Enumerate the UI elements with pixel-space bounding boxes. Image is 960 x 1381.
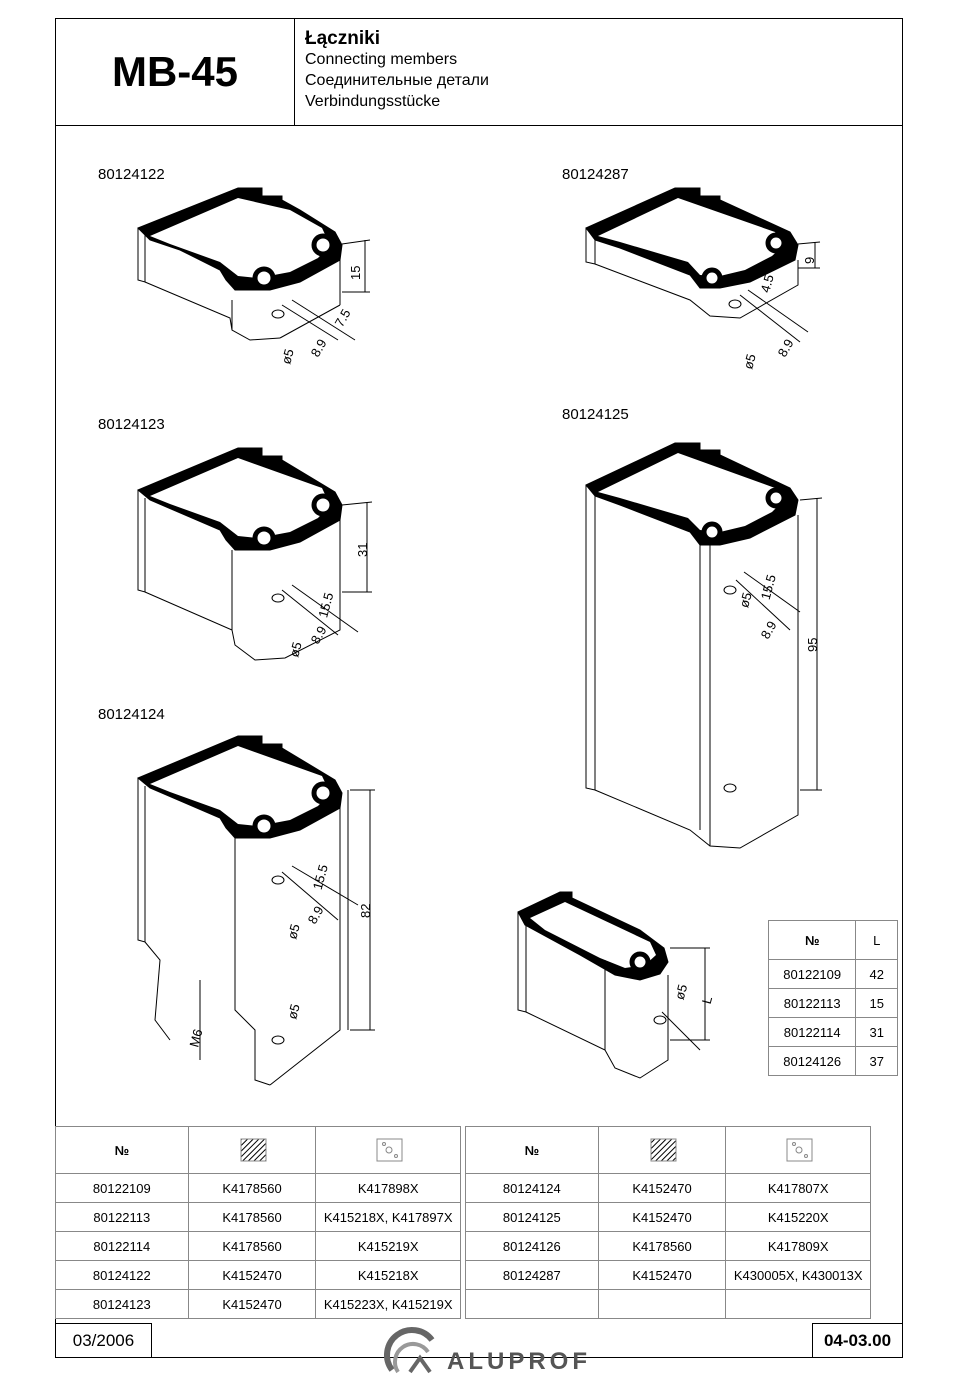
dim-p3-b: 15.5 [315, 591, 336, 619]
length-row-1-no: 80122109 [767, 959, 857, 989]
dim-p5-b: 15.5 [310, 863, 331, 891]
dim-p2-c: 8.9 [775, 336, 797, 359]
tool-left-r2-b: K415218X, K417897X [315, 1202, 461, 1232]
header-series-box: MB-45 [55, 18, 295, 126]
dim-p1-a: 15 [348, 266, 363, 280]
title-block: Łączniki Connecting members Соединительн… [305, 28, 489, 112]
aluprof-logo-icon [384, 1327, 435, 1374]
tool-right-r4-no: 80124287 [465, 1260, 599, 1290]
dim-p2-b: 4.5 [758, 273, 777, 294]
profile-label-3: 80124123 [98, 416, 165, 433]
dim-p5-d: ø5 [284, 922, 302, 941]
tool-right-r3-no: 80124126 [465, 1231, 599, 1261]
length-row-4-l: 37 [855, 1046, 898, 1076]
dim-p1-b: 7.5 [332, 306, 354, 329]
tool-right-r3-b: K417809X [725, 1231, 871, 1261]
profile-label-4: 80124125 [562, 406, 629, 423]
dim-p4-a: 95 [805, 638, 820, 652]
dim-p4-c: 8.9 [758, 618, 780, 641]
tool-left-r4-a: K4152470 [187, 1260, 317, 1290]
header-title-box: Łączniki Connecting members Соединительн… [295, 18, 903, 126]
tool-right-r4-b: K430005X, K430013X [725, 1260, 871, 1290]
length-table: № L 80122109 42 80122113 15 80122114 31 … [767, 920, 898, 1076]
profile-label-2: 80124287 [562, 166, 629, 183]
tool-right-header-hatch [597, 1126, 727, 1174]
footer-brand: ALUPROF [447, 1348, 591, 1375]
tool-left-r2-a: K4178560 [187, 1202, 317, 1232]
tool-right-r5-a [597, 1289, 727, 1319]
dim-p4-d: ø5 [736, 591, 754, 610]
tool-right-r1-a: K4152470 [597, 1173, 727, 1203]
tool-right-r3-a: K4178560 [597, 1231, 727, 1261]
tool-left-r3-no: 80122114 [55, 1231, 189, 1261]
length-table-header-no: № [767, 920, 857, 960]
tool-left-header-no: № [55, 1126, 189, 1174]
dim-p5-e: ø5 [284, 1002, 302, 1021]
drawing-profile-5 [137, 735, 375, 1086]
footer-page-number: 04-03.00 [812, 1323, 903, 1358]
dim-p1-d: ø5 [278, 347, 296, 366]
dim-p1-c: 8.9 [308, 336, 330, 359]
title-ru: Соединительные детали [305, 72, 489, 89]
length-row-2-l: 15 [855, 988, 898, 1018]
tool-left-r1-b: K417898X [315, 1173, 461, 1203]
dim-p6-a: ø5 [672, 983, 690, 1002]
profile-label-5: 80124124 [98, 706, 165, 723]
page-frame [55, 18, 903, 1358]
drawing-profile-1 [137, 187, 371, 341]
tool-left-r3-a: K4178560 [187, 1231, 317, 1261]
title-en: Connecting members [305, 51, 458, 68]
dim-p2-a: 9 [802, 257, 817, 264]
tool-table-right: № 80124124 K4152470 K417807X 80124125 K4… [465, 1126, 871, 1319]
tool-right-r5-b [725, 1289, 871, 1319]
title-de: Verbindungsstücke [305, 93, 441, 110]
tool-left-r2-no: 80122113 [55, 1202, 189, 1232]
tool-right-r5-no [465, 1289, 599, 1319]
series-title: MB-45 [111, 48, 239, 95]
tool-right-r2-b: K415220X [725, 1202, 871, 1232]
tool-right-header-puzzle [725, 1126, 871, 1174]
dim-p5-f: M6 [186, 1027, 205, 1048]
tool-right-r4-a: K4152470 [597, 1260, 727, 1290]
tool-right-r1-b: K417807X [725, 1173, 871, 1203]
tool-right-header-no: № [465, 1126, 599, 1174]
length-row-4-no: 80124126 [767, 1046, 857, 1076]
length-row-3-l: 31 [855, 1017, 898, 1047]
drawing-profile-2 [585, 187, 821, 343]
drawing-profile-3 [137, 447, 373, 661]
length-row-1-l: 42 [855, 959, 898, 989]
dim-p3-a: 31 [355, 543, 370, 557]
drawing-profile-6 [517, 891, 710, 1079]
tool-right-r2-no: 80124125 [465, 1202, 599, 1232]
tool-left-r3-b: K415219X [315, 1231, 461, 1261]
length-row-3-no: 80122114 [767, 1017, 857, 1047]
length-row-2-no: 80122113 [767, 988, 857, 1018]
footer-date: 03/2006 [55, 1323, 152, 1358]
dim-p5-a: 82 [358, 904, 373, 918]
tool-left-header-puzzle [315, 1126, 461, 1174]
tool-left-r4-no: 80124122 [55, 1260, 189, 1290]
dim-p4-b: 15.5 [758, 573, 779, 601]
tool-left-r1-a: K4178560 [187, 1173, 317, 1203]
tool-left-r4-b: K415218X [315, 1260, 461, 1290]
tool-left-r5-a: K4152470 [187, 1289, 317, 1319]
drawing-profile-4 [585, 442, 823, 849]
dim-p3-d: ø5 [286, 640, 304, 659]
length-table-header-l: L [855, 920, 898, 960]
dim-p2-d: ø5 [740, 352, 758, 371]
tool-right-r1-no: 80124124 [465, 1173, 599, 1203]
dim-p3-c: 8.9 [308, 623, 330, 646]
tool-right-r2-a: K4152470 [597, 1202, 727, 1232]
profile-label-1: 80124122 [98, 166, 165, 183]
tool-left-r5-no: 80124123 [55, 1289, 189, 1319]
tool-left-header-hatch [187, 1126, 317, 1174]
tool-table-left: № 80122109 K4178560 K417898X 80122113 K4… [55, 1126, 461, 1319]
title-pl: Łączniki [305, 28, 380, 49]
tool-left-r5-b: K415223X, K415219X [315, 1289, 461, 1319]
tool-left-r1-no: 80122109 [55, 1173, 189, 1203]
dim-p6-b: L [699, 995, 715, 1006]
